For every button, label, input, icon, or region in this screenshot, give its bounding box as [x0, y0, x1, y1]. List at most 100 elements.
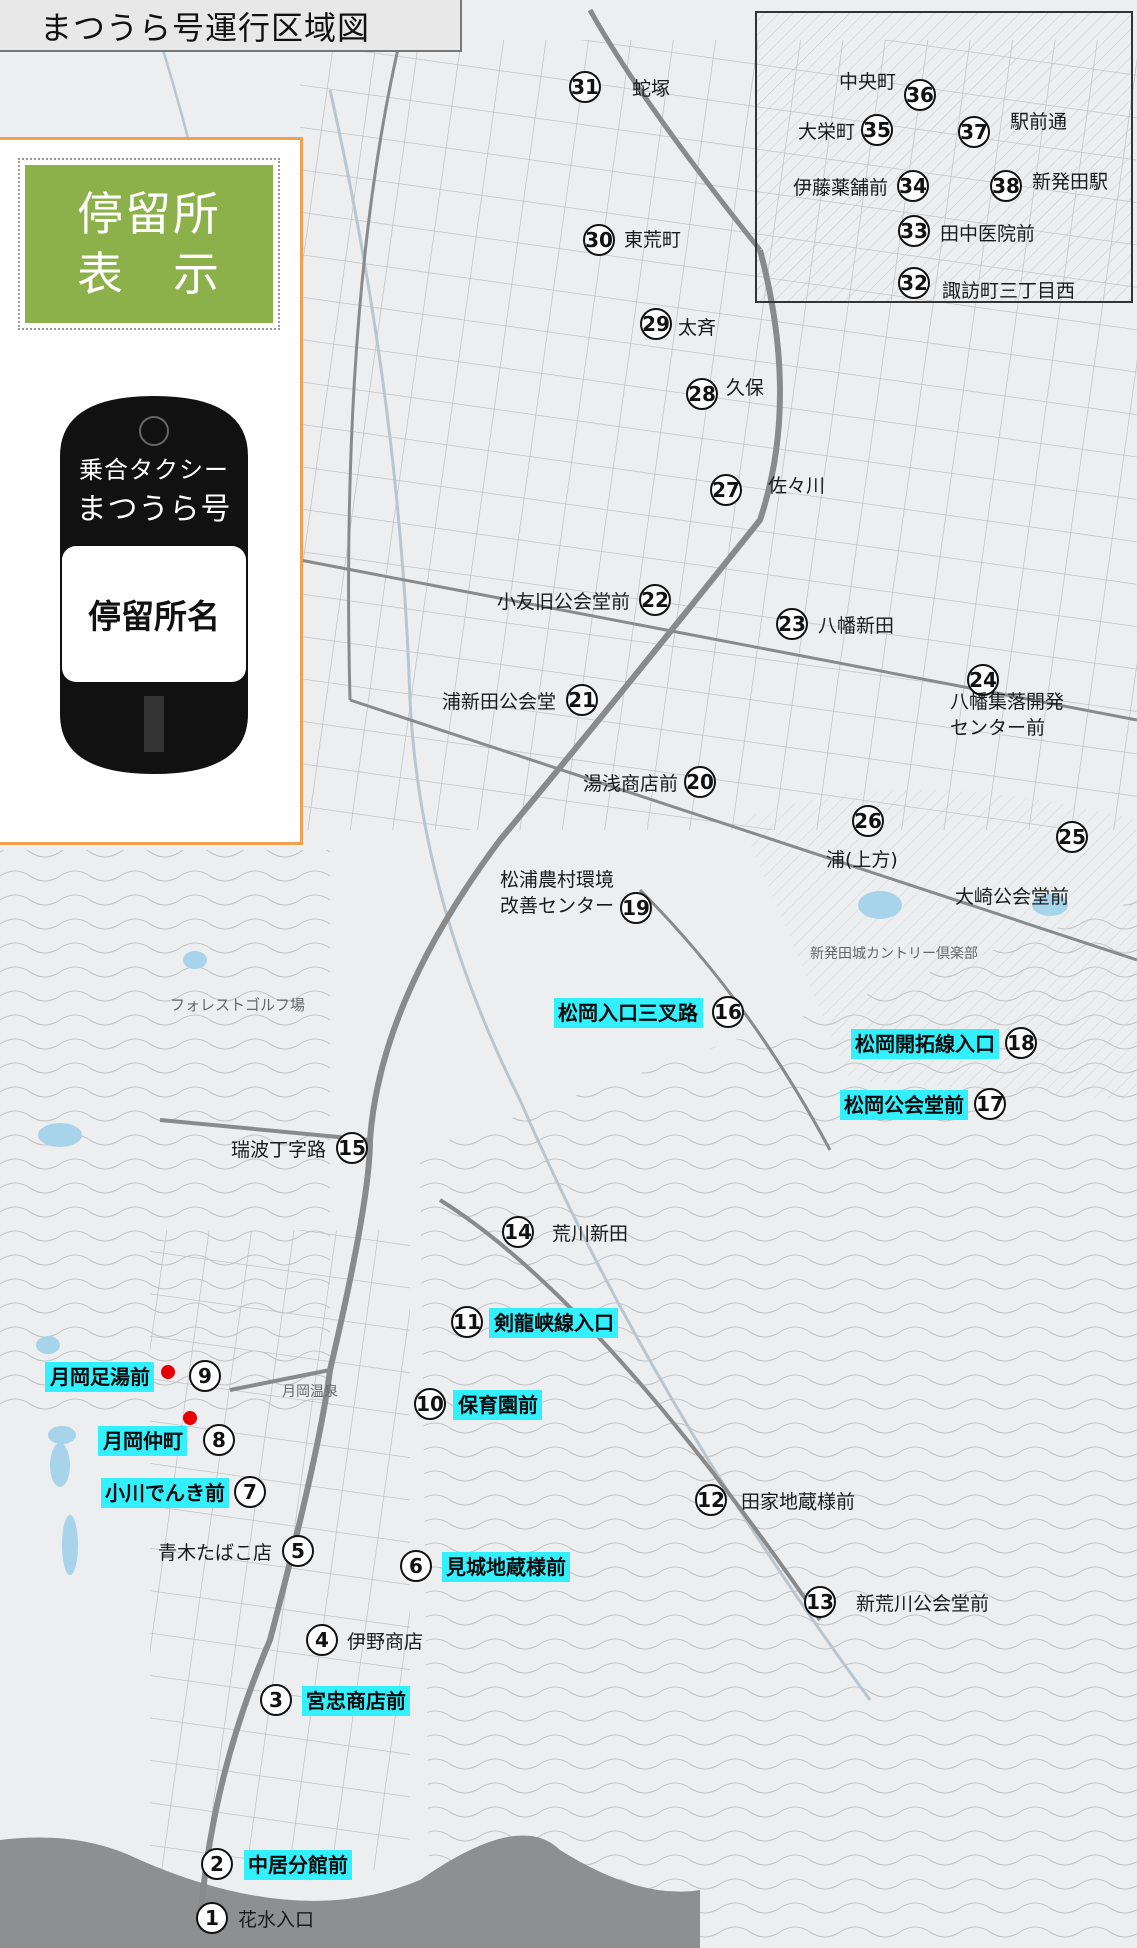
bus-stop-26[interactable]: 26浦(上方): [826, 805, 898, 871]
stop-number-circle: [686, 378, 718, 410]
road-north: [587, 8, 762, 252]
sign-stop-name: 停留所名: [88, 597, 220, 636]
stop-number: 5: [291, 1539, 305, 1563]
golf-course-label: フォレストゴルフ場: [170, 996, 305, 1014]
route-road-main: [197, 249, 783, 1926]
stop-name: 大栄町: [798, 121, 855, 143]
stop-name-highlight: [302, 1686, 410, 1716]
stop-number: 25: [1058, 825, 1086, 849]
bus-stop-38[interactable]: 38 新発田駅: [990, 170, 1108, 202]
stop-name: 伊野商店: [347, 1631, 423, 1653]
stop-number: 13: [806, 1590, 834, 1614]
pond: [36, 1336, 60, 1354]
onsen-label: 月岡温泉: [282, 1383, 338, 1400]
stop-number-circle: [1056, 821, 1088, 853]
legend-panel: 停留所表 示 乗合タクシー まつうら号 停留所名: [0, 137, 303, 845]
stop-number-circle: [569, 71, 601, 103]
legend-header-line1: 停留所: [77, 187, 221, 241]
stop-number: 16: [714, 1000, 742, 1024]
stop-number-circle: [583, 224, 615, 256]
stop-number-circle: [898, 215, 930, 247]
bus-stop-27[interactable]: 27 佐々川: [710, 474, 825, 506]
stop-number: 37: [960, 120, 988, 144]
stop-number-circle: [502, 1216, 534, 1248]
bus-stop-20[interactable]: 20 湯浅商店前: [583, 766, 716, 798]
stop-name: 花水入口: [238, 1909, 314, 1931]
stop-number: 31: [571, 75, 599, 99]
stop-name-highlight: [489, 1308, 618, 1338]
stop-number: 12: [697, 1488, 725, 1512]
stop-number: 27: [712, 478, 740, 502]
legend-header: 停留所表 示: [18, 158, 280, 330]
sign-panel: [62, 546, 246, 682]
pond: [1032, 894, 1068, 916]
stop-number: 18: [1007, 1031, 1035, 1055]
map-title: まつうら号運行区域図: [40, 9, 371, 47]
stop-name-highlight: [554, 998, 703, 1028]
stop-sign-illustration: 乗合タクシー まつうら号 停留所名: [60, 396, 248, 774]
stop-number: 11: [453, 1310, 481, 1334]
bus-stop-25[interactable]: 25 大崎公会堂前: [955, 821, 1088, 908]
mountain-shade: [0, 1835, 700, 1948]
stop-number: 15: [338, 1136, 366, 1160]
stop-number: 8: [212, 1428, 226, 1452]
stop-name: 佐々川: [768, 475, 825, 497]
pond: [38, 1123, 82, 1147]
stop-name: 剣龍峡線入口: [493, 1311, 614, 1335]
stop-number: 19: [622, 896, 650, 920]
stop-number-circle: [695, 1484, 727, 1516]
stop-number: 7: [243, 1480, 257, 1504]
stop-name-highlight: [840, 1090, 968, 1120]
legend-header-bg: 停留所表 示: [25, 165, 273, 323]
bus-stop-11[interactable]: 11 剣龍峡線入口: [451, 1306, 618, 1338]
stop-number-circle: [958, 116, 990, 148]
sign-operator: 乗合タクシー: [79, 456, 229, 484]
stop-number: 36: [906, 83, 934, 107]
road-pref: [349, 698, 1137, 962]
road-grid-1: [299, 558, 1137, 722]
stop-number-circle: [1005, 1027, 1037, 1059]
stop-name: 大崎公会堂前: [955, 886, 1069, 908]
stop-name: 湯浅商店前: [583, 773, 678, 795]
stop-number-circle: [196, 1902, 228, 1934]
stop-name: 新発田駅: [1032, 171, 1108, 193]
stop-number: 10: [416, 1392, 444, 1416]
stop-number: 38: [992, 174, 1020, 198]
road-east-branch: [438, 1198, 822, 1622]
stop-number-circle: [804, 1586, 836, 1618]
stop-number: 20: [686, 770, 714, 794]
